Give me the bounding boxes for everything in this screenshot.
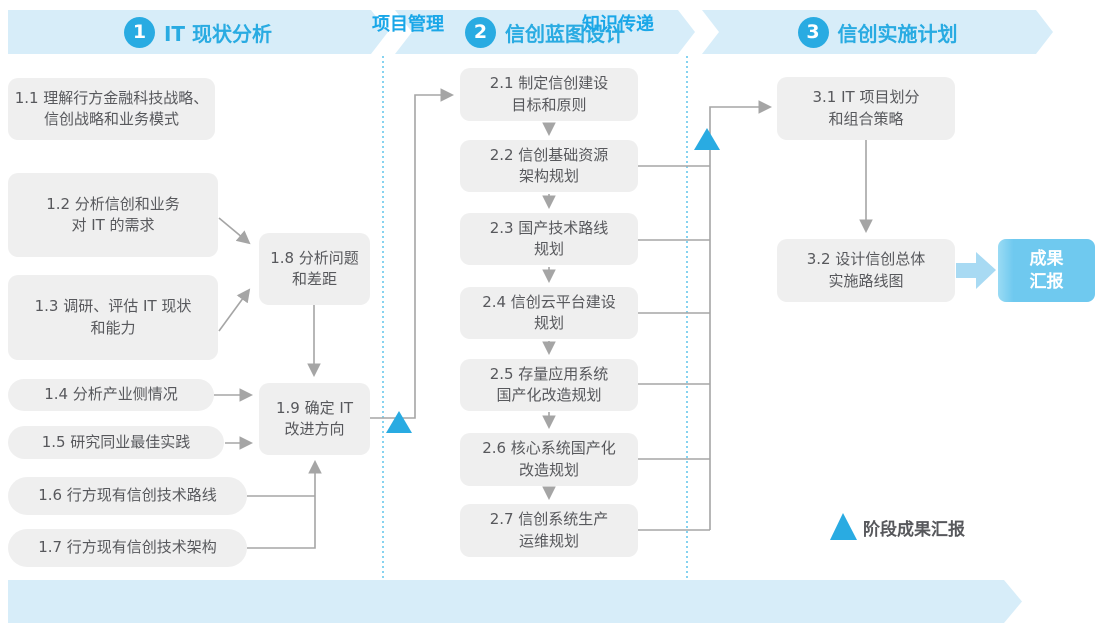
phase-banner-1: 1 IT 现状分析 — [8, 10, 388, 54]
phase-3-title: 信创实施计划 — [837, 21, 958, 46]
task-box-1-8: 1.8 分析问题 和差距 — [259, 233, 370, 305]
task-box-1-5: 1.5 研究同业最佳实践 — [8, 426, 224, 459]
connector-1-2-to-1-8 — [218, 217, 251, 245]
phase-2-number-badge: 2 — [465, 17, 496, 48]
task-box-1-2: 1.2 分析信创和业务 对 IT 的需求 — [8, 173, 218, 257]
task-box-2-1: 2.1 制定信创建设 目标和原则 — [460, 68, 638, 121]
phase-banner-3: 3 信创实施计划 — [702, 10, 1053, 54]
footer-label-project-management: 项目管理 — [372, 14, 444, 35]
phase-2-title: 信创蓝图设计 — [505, 21, 625, 46]
connector-bus-to-3-1 — [709, 100, 773, 530]
task-box-1-3: 1.3 调研、评估 IT 现状 和能力 — [8, 275, 218, 360]
task-box-1-6: 1.6 行方现有信创技术路线 — [8, 477, 247, 515]
phase-1-number-badge: 1 — [124, 17, 155, 48]
phase-1-title: IT 现状分析 — [163, 21, 273, 46]
connector-1-3-to-1-8 — [218, 288, 251, 332]
connector-1-9-to-2-1 — [370, 88, 455, 419]
task-box-1-7: 1.7 行方现有信创技术架构 — [8, 529, 247, 567]
task-box-2-2: 2.2 信创基础资源 架构规划 — [460, 140, 638, 192]
connector-1-7-to-1-9 — [247, 459, 322, 549]
task-box-3-2: 3.2 设计信创总体 实施路线图 — [777, 239, 955, 302]
task-box-1-9: 1.9 确定 IT 改进方向 — [259, 383, 370, 455]
milestone-triangle-phase1 — [386, 411, 412, 433]
task-box-2-3: 2.3 国产技术路线 规划 — [460, 213, 638, 265]
task-box-1-4: 1.4 分析产业侧情况 — [8, 379, 214, 411]
task-box-2-6: 2.6 核心系统国产化 改造规划 — [460, 433, 638, 486]
milestone-triangle-phase2 — [694, 128, 720, 150]
footer-banner — [8, 580, 1022, 623]
footer-label-knowledge-transfer: 知识传递 — [582, 14, 654, 35]
task-box-2-4: 2.4 信创云平台建设 规划 — [460, 287, 638, 339]
phase-3-number-badge: 3 — [798, 17, 829, 48]
task-box-1-1: 1.1 理解行方金融科技战略、 信创战略和业务模式 — [8, 78, 215, 140]
task-box-2-5: 2.5 存量应用系统 国产化改造规划 — [460, 359, 638, 411]
phase-banner-2: 2 信创蓝图设计 — [395, 10, 695, 54]
task-box-3-1: 3.1 IT 项目划分 和组合策略 — [777, 77, 955, 140]
legend-milestone-label: 阶段成果汇报 — [863, 520, 965, 540]
milestone-triangle-legend-icon — [830, 513, 857, 540]
task-box-2-7: 2.7 信创系统生产 运维规划 — [460, 504, 638, 557]
result-fat-arrow-icon — [956, 252, 996, 289]
result-report-box: 成果 汇报 — [998, 239, 1095, 302]
